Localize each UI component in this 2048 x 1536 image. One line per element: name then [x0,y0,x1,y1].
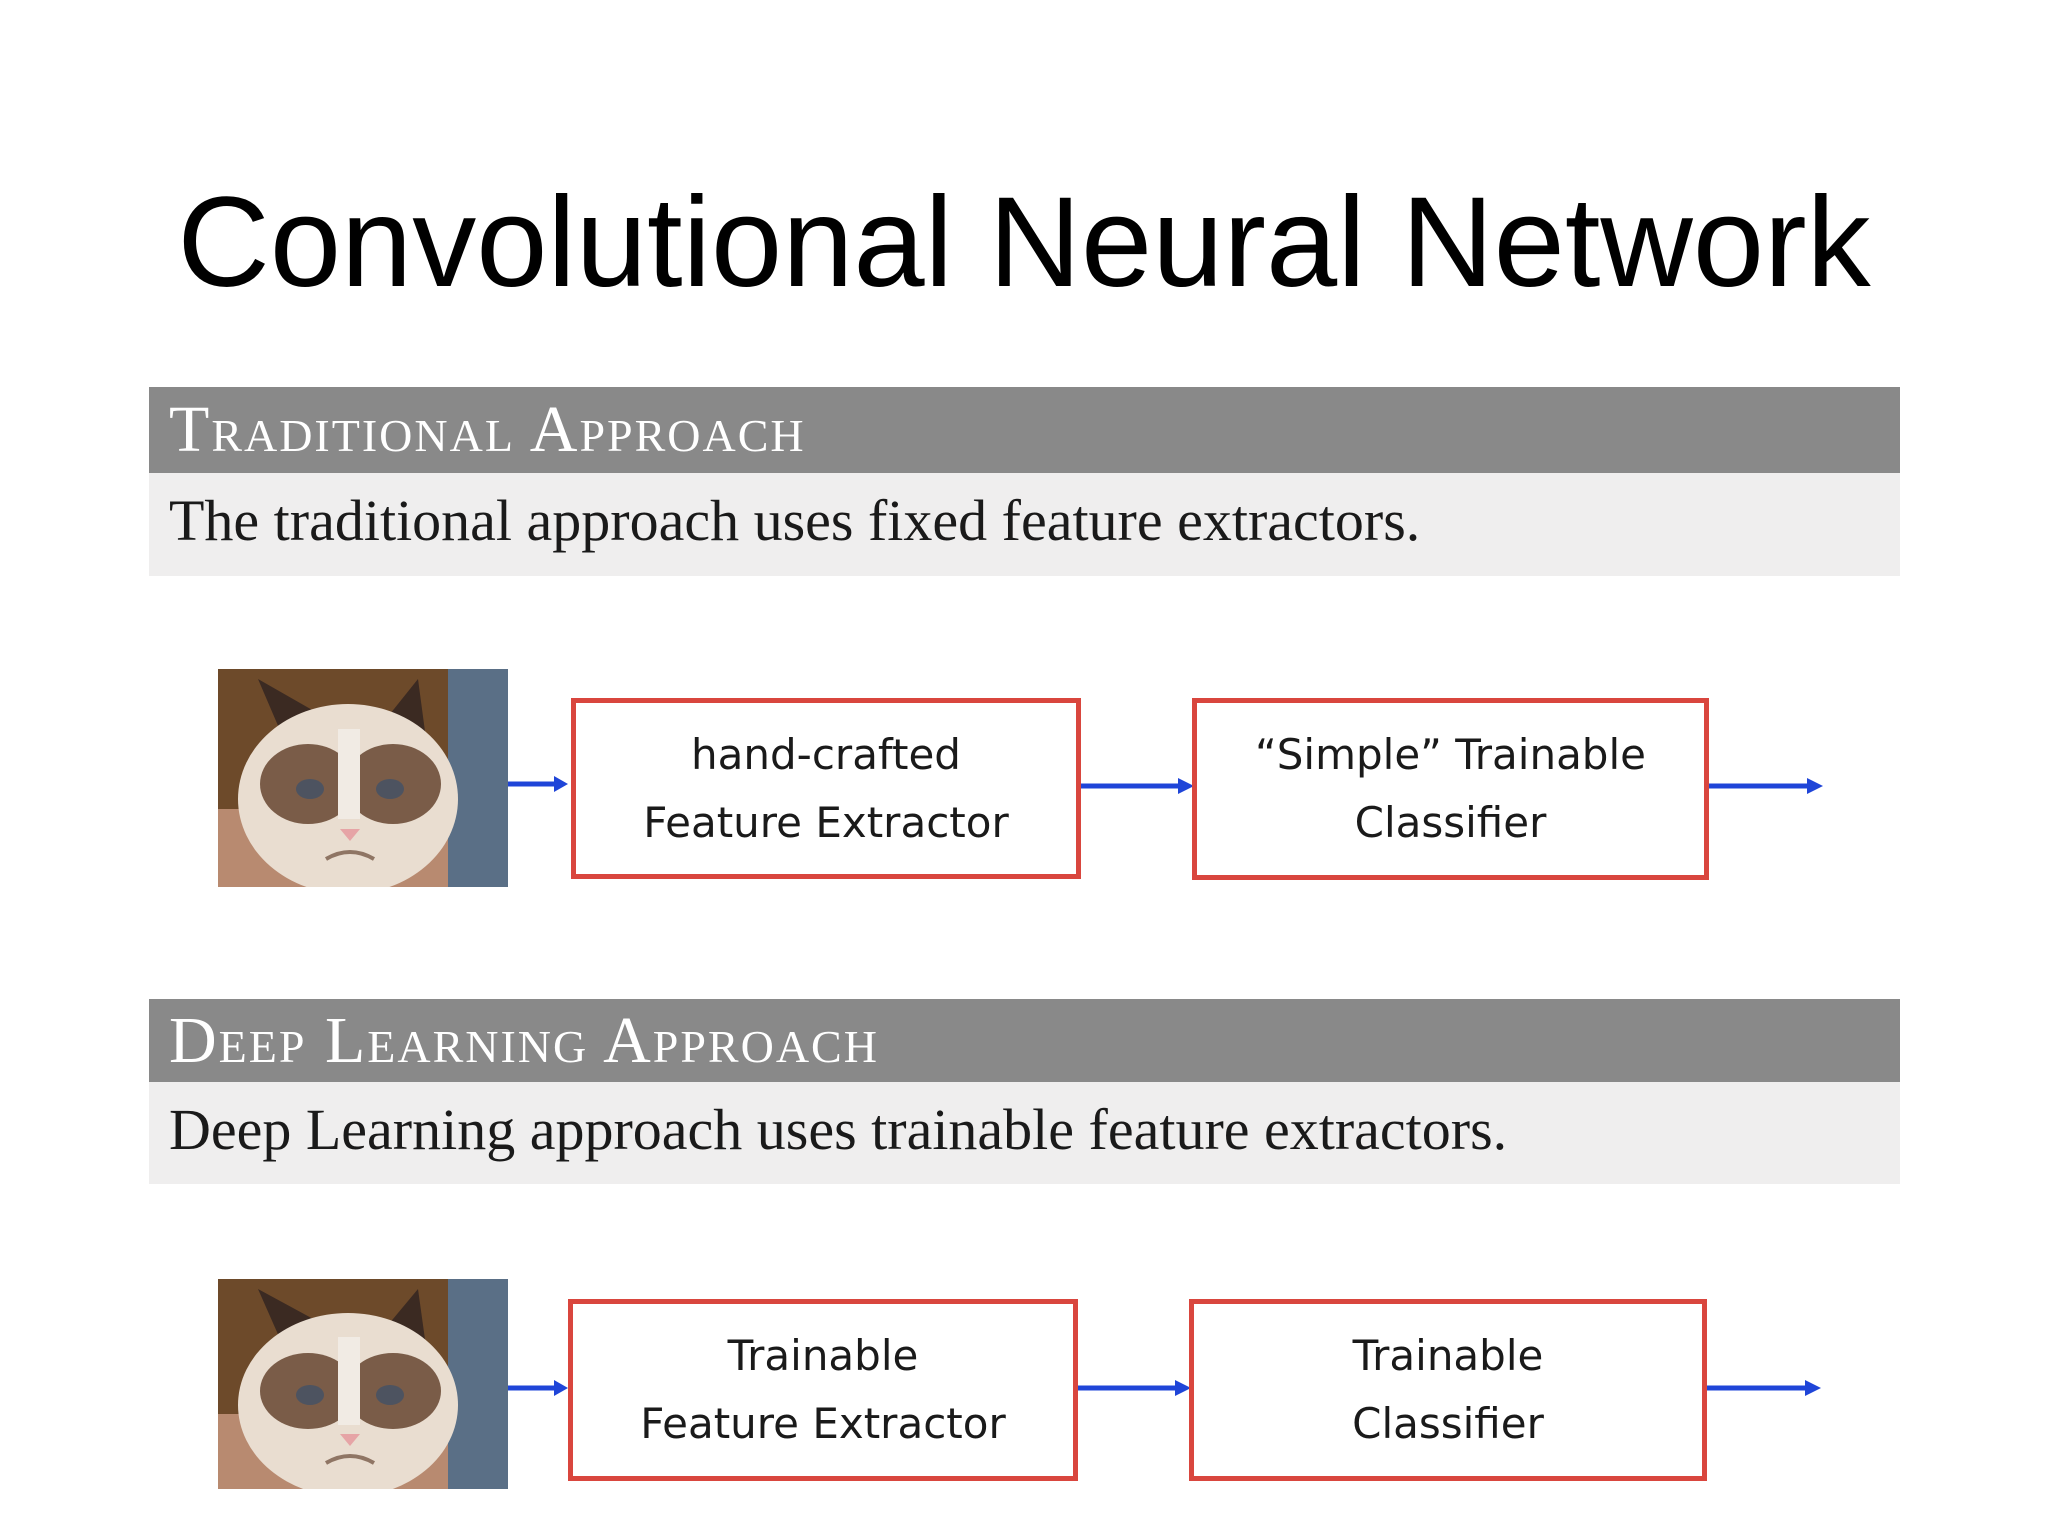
deep-learning-stage1-line2: Feature Extractor [640,1399,1006,1448]
traditional-arrow-2 [1081,776,1194,796]
traditional-classifier-box: “Simple” Trainable Classifier [1192,698,1709,880]
deep-learning-input-cat-image [218,1279,508,1489]
traditional-output-arrow [1709,776,1823,796]
traditional-input-cat-image [218,669,508,887]
traditional-stage1-line1: hand-crafted [691,729,961,779]
traditional-arrow-1 [508,774,568,794]
deep-learning-arrow-1 [508,1378,568,1398]
deep-learning-arrow-2 [1078,1378,1191,1398]
traditional-stage2-line2: Classifier [1354,798,1547,847]
slide-title: Convolutional Neural Network [177,171,1871,314]
traditional-stage2-line1: “Simple” Trainable [1255,730,1646,779]
deep-learning-stage1-line1: Trainable [727,1331,919,1380]
deep-learning-stage2-line2: Classifier [1352,1399,1544,1448]
deep-learning-stage2-line1: Trainable [1352,1331,1544,1380]
deep-learning-output-arrow [1707,1378,1821,1398]
deep-learning-feature-extractor-box: Trainable Feature Extractor [568,1299,1078,1481]
deep-learning-approach-description: Deep Learning approach uses trainable fe… [149,1082,1900,1184]
deep-learning-classifier-box: Trainable Classifier [1189,1299,1707,1481]
traditional-feature-extractor-box: hand-crafted Feature Extractor [571,698,1081,879]
traditional-approach-description: The traditional approach uses fixed feat… [149,473,1900,576]
traditional-stage1-line2: Feature Extractor [643,797,1009,847]
traditional-approach-header: Traditional Approach [149,387,1900,473]
deep-learning-approach-header: Deep Learning Approach [149,999,1900,1082]
